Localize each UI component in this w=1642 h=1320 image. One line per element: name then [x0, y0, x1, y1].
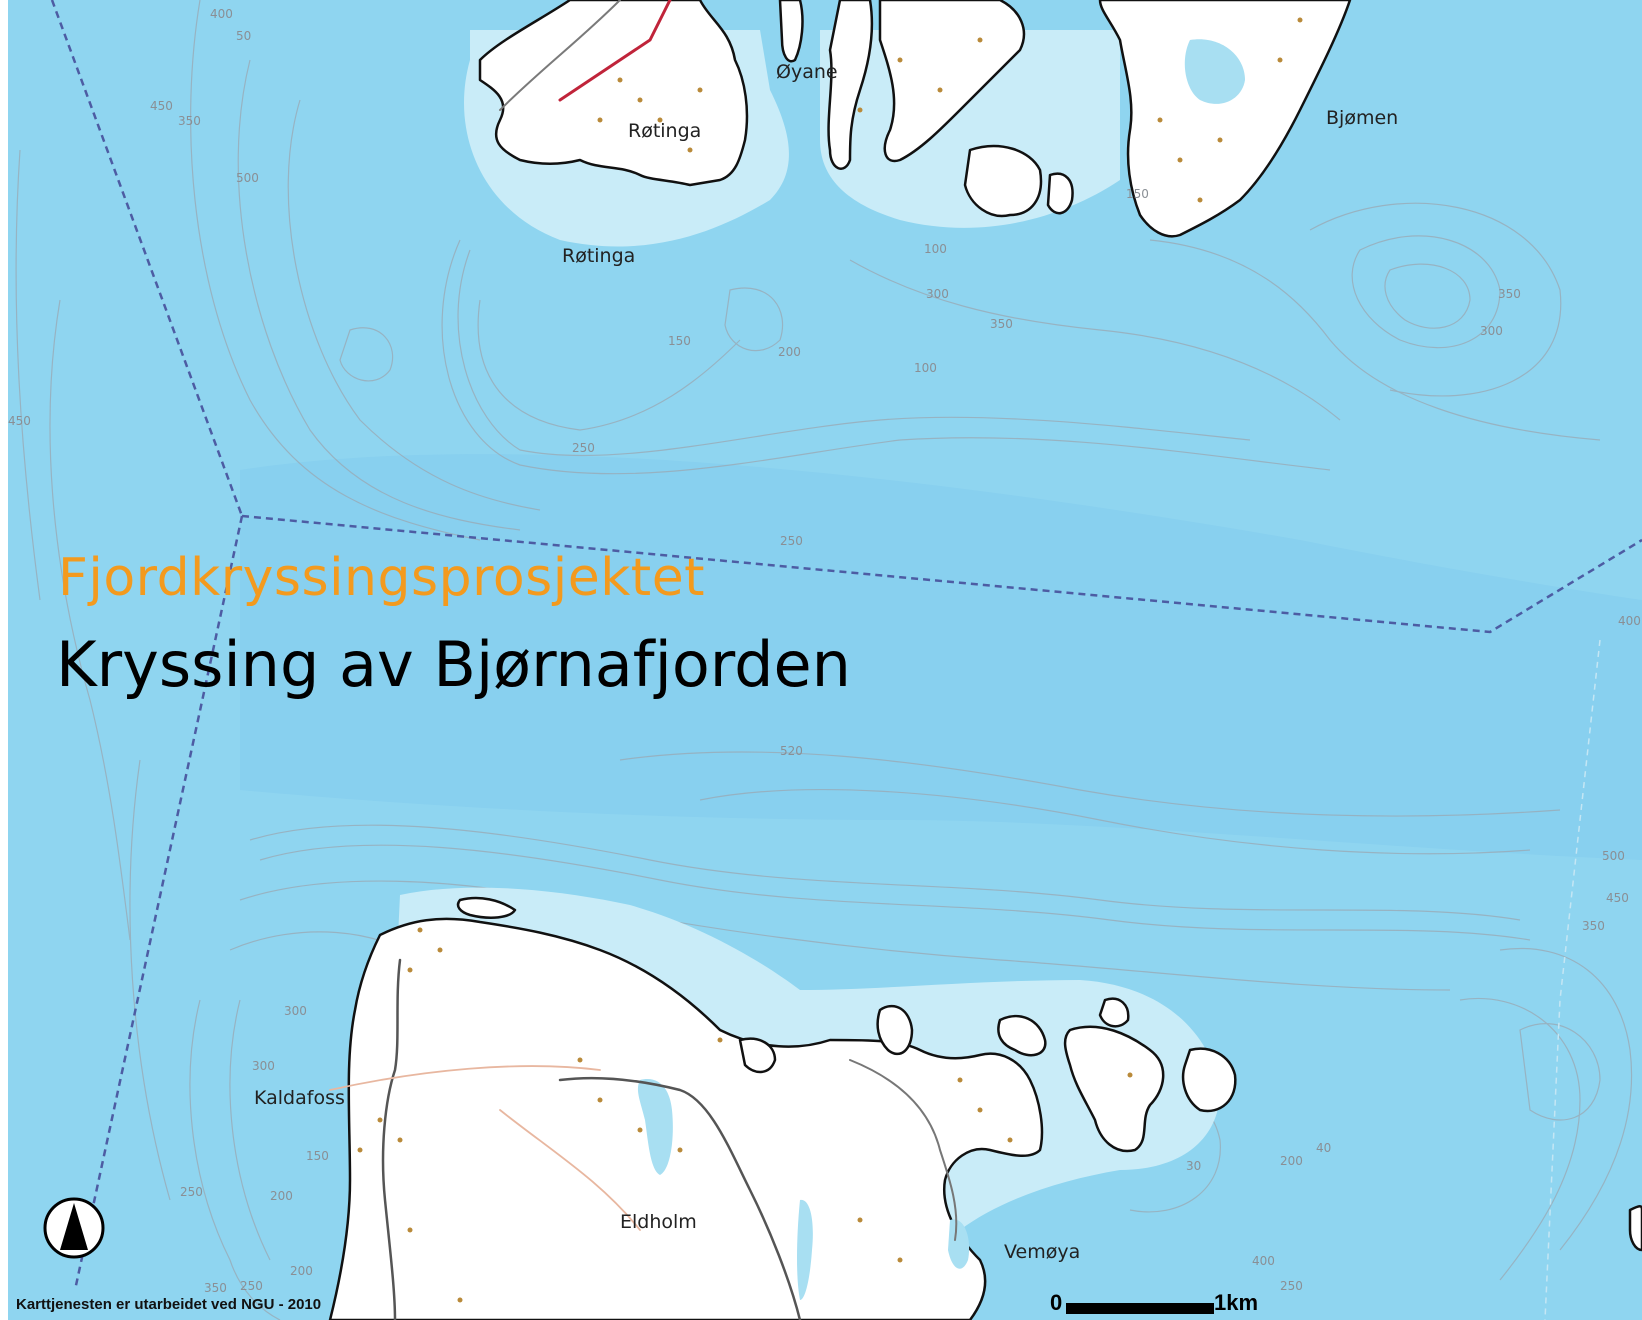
scale-end-label: 1km: [1214, 1290, 1259, 1315]
left-margin: [0, 0, 8, 1320]
depth-label: 500: [236, 171, 259, 185]
depth-label: 100: [914, 361, 937, 375]
depth-label: 350: [1582, 919, 1605, 933]
depth-label: 200: [270, 1189, 293, 1203]
south-land: [328, 917, 1044, 1320]
depth-label: 150: [1126, 187, 1149, 201]
depth-label: 300: [252, 1059, 275, 1073]
depth-label: 200: [1280, 1154, 1303, 1168]
deep-water-shading: [240, 454, 1642, 860]
depth-label: 250: [780, 534, 803, 548]
place-label-rotinga-sea: Røtinga: [562, 245, 635, 267]
depth-label: 300: [1480, 324, 1503, 338]
depth-contours: [15, 0, 1633, 1320]
depth-label: 300: [926, 287, 949, 301]
depth-label: 200: [778, 345, 801, 359]
depth-label: 100: [924, 242, 947, 256]
depth-label: 400: [1618, 614, 1641, 628]
depth-label-group: 400 50 450 350 500 100 150 200 250 300 3…: [8, 7, 1641, 1295]
depth-label: 40: [1316, 1141, 1331, 1155]
depth-label: 350: [1498, 287, 1521, 301]
place-label-kaldafoss: Kaldafoss: [254, 1087, 345, 1109]
depth-label: 350: [204, 1281, 227, 1295]
depth-label: 400: [1252, 1254, 1275, 1268]
depth-label: 150: [306, 1149, 329, 1163]
settlement-dots: [357, 17, 1303, 1303]
page-title: Kryssing av Bjørnafjorden: [56, 628, 851, 701]
depth-label: 350: [990, 317, 1013, 331]
depth-label: 150: [668, 334, 691, 348]
oyane-island: [827, 0, 874, 170]
place-name-group: Røtinga Røtinga Øyane Bjømen Kaldafoss E…: [254, 61, 1398, 1263]
place-label-bjomen: Bjømen: [1326, 107, 1398, 129]
depth-label: 250: [240, 1279, 263, 1293]
depth-label: 300: [284, 1004, 307, 1018]
depth-label: 30: [1186, 1159, 1201, 1173]
place-label-rotinga-island: Røtinga: [628, 120, 701, 142]
scale-bar: [1066, 1303, 1214, 1314]
roads: [329, 0, 958, 1320]
north-arrow-icon: [43, 1197, 105, 1259]
land: [328, 0, 1642, 1320]
depth-label: 450: [1606, 891, 1629, 905]
bjomen-island: [1098, 0, 1352, 238]
depth-label: 50: [236, 29, 251, 43]
depth-label: 200: [290, 1264, 313, 1278]
place-label-eldholm: Eldholm: [620, 1211, 697, 1233]
depth-label: 350: [178, 114, 201, 128]
depth-label: 400: [210, 7, 233, 21]
place-label-oyane: Øyane: [776, 61, 838, 83]
rotinga-island: [478, 0, 749, 187]
boundary-lines: [50, 0, 1642, 1291]
depth-label: 520: [780, 744, 803, 758]
project-subtitle: Fjordkryssingsprosjektet: [58, 548, 706, 608]
depth-label: 450: [8, 414, 31, 428]
depth-label: 450: [150, 99, 173, 113]
scale-start-label: 0: [1050, 1290, 1063, 1315]
depth-label: 500: [1602, 849, 1625, 863]
lakes: [637, 39, 1245, 1300]
depth-label: 250: [1280, 1279, 1303, 1293]
faint-boundary: [1544, 639, 1601, 1320]
map-credit: Karttjenesten er utarbeidet ved NGU - 20…: [16, 1296, 322, 1313]
place-label-vemoya: Vemøya: [1004, 1241, 1080, 1263]
depth-label: 250: [180, 1185, 203, 1199]
depth-label: 250: [572, 441, 595, 455]
